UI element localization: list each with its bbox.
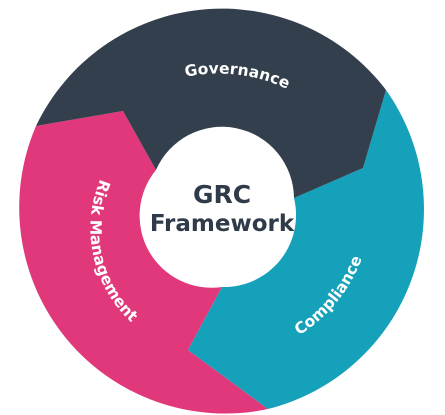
compliance-segment (188, 90, 424, 409)
center-title-line2: Framework (150, 211, 295, 237)
center-title-line1: GRC (193, 180, 251, 209)
governance-segment (36, 8, 386, 198)
risk-management-segment (19, 111, 268, 414)
center-circle (150, 143, 294, 287)
